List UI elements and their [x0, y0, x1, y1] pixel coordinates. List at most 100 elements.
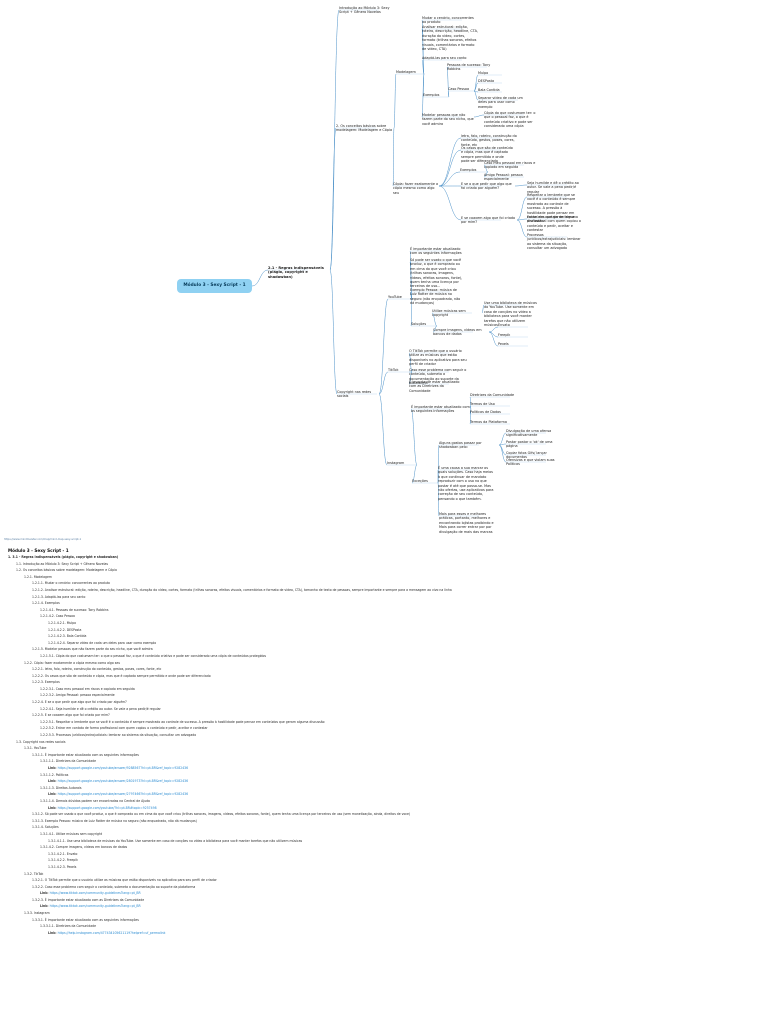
mind-map-node[interactable]: É importante estar atualizado com as Dir…: [409, 380, 460, 393]
mind-map-node[interactable]: Exemplos: [460, 168, 477, 172]
mind-map-node[interactable]: O TikTok permite que o usuário utilize a…: [409, 349, 467, 367]
mind-map-node[interactable]: Respeitar o lembrete que se você é o con…: [527, 193, 578, 224]
outline-item: 1.2.1.1. Mudar o cenário: concorrentes a…: [32, 581, 110, 586]
outline-item: 1.2.2.5.1. Respeitar o lembrete que se v…: [40, 719, 325, 724]
outline-link-row[interactable]: Link: https://www.tiktok.com/community-g…: [8, 890, 760, 897]
mind-map-node[interactable]: TikTok: [388, 368, 399, 372]
link-label: Link:: [48, 930, 58, 935]
mind-map-node[interactable]: Só pode ser usado o que você produz, o q…: [410, 258, 463, 289]
mind-map-node[interactable]: Entrar em contato de forma profissional …: [527, 215, 581, 233]
mind-map-root-node[interactable]: Módulo 3 - Sexy Script - 1: [177, 279, 252, 293]
mind-map-node[interactable]: Termos da Plataforma: [470, 420, 507, 424]
outline-link[interactable]: https://www.tiktok.com/community-guideli…: [49, 891, 141, 896]
mind-map-node[interactable]: Exemplos: [423, 93, 440, 97]
mind-map-node[interactable]: YouTube: [388, 295, 402, 299]
outline-item: 1.3.1.4.2.1. Envato: [48, 851, 78, 856]
mind-map-node[interactable]: Freepik: [498, 333, 511, 337]
mind-map-node[interactable]: 2. Os conceitos básicos sobre modelagem:…: [336, 124, 393, 133]
outline-item: 1.3.1.2. Só pode ser usado o que você pr…: [32, 812, 411, 817]
mind-map-node[interactable]: Introdução ao Módulo 3: Sexy Script + Gê…: [339, 6, 390, 15]
mind-map-node[interactable]: Caso esse problema com seguir o conteúdo…: [409, 368, 467, 386]
connector-line: [514, 184, 528, 187]
mind-map-node[interactable]: Instagram: [387, 461, 405, 465]
outline-link[interactable]: https://help.instagram.com/4774341056211…: [57, 930, 166, 935]
outline-item: 1.3.1.4.2.3. Pexels: [48, 864, 77, 869]
mind-map-node[interactable]: É importante estar atualizado com as seg…: [411, 405, 470, 414]
mind-map-node[interactable]: Caso Pessoa: [448, 87, 470, 91]
outline-item: 1.2.1.2. Analisar estrutural: edição, ro…: [32, 587, 452, 592]
mind-map-node[interactable]: Mudar o cenário, concorrentes ao produto: [422, 16, 474, 25]
mind-map-node[interactable]: Os casos que são de conteúdo e cópia, ma…: [461, 146, 513, 164]
outline-link[interactable]: https://www.tiktok.com/community-guideli…: [49, 904, 141, 909]
mind-map-node[interactable]: Ofensivas e que violam suas Políticas: [506, 458, 555, 467]
connector-line: [251, 269, 269, 287]
outline-link[interactable]: https://support.google.com/youtube/answe…: [57, 779, 189, 784]
outline-link-row[interactable]: Link: https://support.google.com/youtube…: [8, 778, 760, 785]
mind-map-node[interactable]: Pessoas de sucesso: Tony Robbins: [447, 63, 491, 72]
source-url[interactable]: https://www.mindmeister.com/map/mind-map…: [4, 538, 82, 541]
mind-map-node[interactable]: É importante estar atualizado com os seg…: [410, 247, 462, 256]
mind-map-node[interactable]: Diretrizes da Comunidade: [470, 393, 515, 397]
mind-map-node[interactable]: Amigo Pessoal: pessoa especialmente: [484, 173, 523, 182]
link-label: Link:: [40, 904, 50, 909]
outline-link[interactable]: https://support.google.com/youtube/answe…: [57, 792, 189, 797]
mind-map-node[interactable]: Seja humilde e dê o crédito ao autor. Se…: [527, 181, 579, 194]
connector-line: [411, 464, 418, 484]
connector-line: [431, 312, 438, 327]
outline-item: 1.2.2.2. Os casos que são de conteúdo e …: [32, 673, 211, 678]
outline-item: 1.2.2. Cópia: fazer exatamente a cópia m…: [24, 660, 121, 665]
outline-link-row[interactable]: Link: https://www.tiktok.com/community-g…: [8, 903, 760, 910]
mind-map-node[interactable]: Exemplo Pessoa: música de Luiz Rotter de…: [410, 288, 461, 306]
mind-map-node[interactable]: Processos jurídicos/extrajudiciais: lemb…: [527, 233, 581, 251]
mind-map-node[interactable]: Compre imagens, vídeos em bancos de dado…: [433, 328, 482, 337]
mind-map-node[interactable]: Soluções: [411, 322, 427, 326]
connector-line: [421, 59, 425, 75]
outline-item: 1.3.1.1.1. Diretrizes da Comunidade: [40, 759, 96, 764]
mind-map-node[interactable]: Cópia do que costumam ter: o que o pesso…: [484, 111, 536, 129]
outline-item: 1.2.2.4.1. Seja humilde e dê o crédito a…: [40, 706, 161, 711]
outline-item: 1.2.2.3. Exemplos: [32, 680, 60, 685]
connector-line: [329, 9, 340, 271]
outline-link-row[interactable]: Link: https://support.google.com/youtube…: [8, 791, 760, 798]
mind-map-node[interactable]: Políticas de Dados: [470, 410, 501, 414]
mind-map-node[interactable]: Modelar pessoas que não fazem parte do s…: [422, 113, 474, 126]
outline-link-row[interactable]: Link: https://support.google.com/youtube…: [8, 805, 760, 812]
outline-item: 1.2.1.5.1. Cópia do que costumam ter: o …: [40, 653, 267, 658]
outline-item: 1.2.1.4.1. Pessoas de sucesso: Tony Robb…: [40, 607, 109, 612]
mind-map-node[interactable]: Caso meu pessoal em riscos e copiado em …: [484, 161, 536, 170]
connector-line: [498, 432, 507, 446]
mind-map-node[interactable]: 2.1 - Regras Indispensáveis (plágio, cop…: [268, 266, 324, 279]
outline-item: 1.2.2.5.3. Processos jurídicos/extrajudi…: [40, 733, 197, 738]
outline-link[interactable]: https://support.google.com/youtube/answe…: [57, 766, 189, 770]
mind-map-node[interactable]: Exceções: [412, 479, 428, 483]
outline-link-row[interactable]: Link: https://support.google.com/youtube…: [8, 765, 760, 772]
mind-map-node[interactable]: É uma causa a sua marcar os quais soluçõ…: [438, 466, 494, 501]
mind-map-node[interactable]: E se coaxem algo que foi criado por mim?: [461, 216, 516, 225]
mind-map-node[interactable]: Termos de Uso: [470, 402, 495, 406]
mind-map-node[interactable]: Envato: [498, 323, 510, 327]
mind-map-node[interactable]: E se o que pedir que algo que foi criado…: [461, 182, 512, 191]
outline-link[interactable]: https://support.google.com/youtube/?hl=p…: [57, 805, 157, 810]
outline-link-row[interactable]: Link: https://help.instagram.com/4774341…: [8, 930, 760, 937]
mind-map-node[interactable]: Mais para esses e melhores práticas, por…: [439, 512, 494, 534]
mind-map-node[interactable]: Cópia: fazer exatamente a cópia mesmo co…: [393, 182, 439, 195]
mind-map-node[interactable]: Copiar fotos Gifs/ lançar documentos: [506, 451, 547, 460]
mind-map-node[interactable]: Copyright nas redes sociais: [337, 390, 372, 399]
mind-map-node[interactable]: Modelagem: [396, 70, 416, 74]
mind-map-node[interactable]: letra, falo, roteiro, construção do cont…: [461, 134, 517, 147]
mind-map-node[interactable]: Alguns gostos passar por shadowban pelo:: [439, 441, 482, 450]
mind-map-node[interactable]: Divulgação de uma ofensa significativame…: [506, 429, 552, 438]
mind-map-node[interactable]: Bala Contida: [478, 88, 500, 92]
mind-map-node[interactable]: Use uma biblioteca de músicas do YouTube…: [484, 301, 537, 328]
outline-list: 1. 3.1 - Regras Indispensáveis (plágio, …: [8, 554, 760, 936]
outline-item: 1.2.2.1. letra, falo, roteiro, construçã…: [32, 667, 162, 672]
mind-map-node[interactable]: Adaptá-las para seu canto: [422, 56, 467, 60]
mind-map-node[interactable]: Utilize músicas sem copyright: [432, 309, 466, 318]
outline-item: 1.2.2.5.2. Entrar em contato de forma pr…: [40, 726, 208, 731]
mind-map-node[interactable]: Pexels: [498, 342, 509, 346]
mind-map-node[interactable]: Analisar estrutural: edição, roteiro, de…: [422, 25, 478, 52]
mind-map-node[interactable]: Separar vídeo de cada um deles para usar…: [478, 96, 523, 109]
mind-map-node[interactable]: DESPosta: [478, 79, 495, 83]
mind-map-node[interactable]: Mulpo: [478, 71, 489, 75]
mind-map-node[interactable]: Postar postar o 'ok' de uma página: [506, 440, 553, 449]
